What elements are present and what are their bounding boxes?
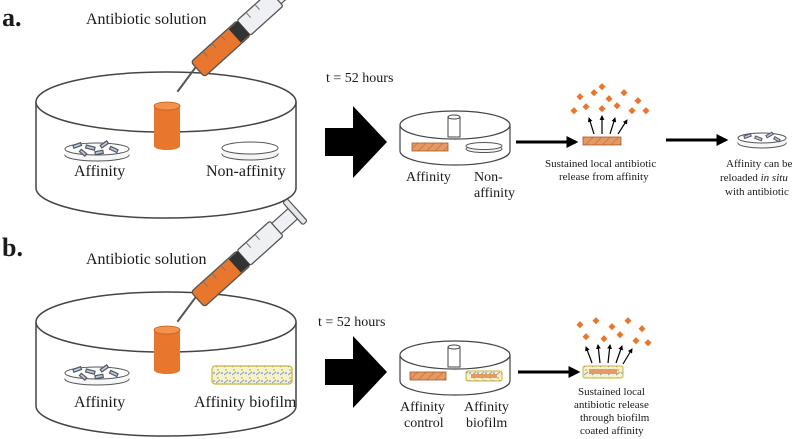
dish-a-right-label: Non-affinity: [206, 163, 286, 180]
reload-line-2-prefix: reloaded: [720, 172, 761, 184]
reload-line-1: Affinity can be: [726, 158, 793, 170]
affinity-biofilm-disc: [211, 365, 293, 385]
small-dish-b-left-label-1: Affinity: [400, 400, 445, 415]
petri-dish-small-b: [399, 340, 511, 396]
dish-a-left-label: Affinity: [74, 163, 125, 180]
small-dish-b-right-label-1: Affinity: [464, 400, 509, 415]
release-illustration-a: [570, 83, 650, 146]
dish-b-right-label: Affinity biofilm: [194, 394, 297, 411]
affinity-polymer-disc: [64, 140, 130, 162]
release-a-line-1: Sustained local antibiotic: [545, 158, 656, 170]
affinity-polymer-disc-b: [64, 364, 130, 386]
panel-b-time-label: t = 52 hours: [318, 315, 385, 330]
small-dish-b-left-label-2: control: [404, 416, 444, 431]
panel-a-time-label: t = 52 hours: [326, 71, 393, 86]
release-a-line-2: release from affinity: [559, 171, 649, 183]
reload-line-2: reloaded in situ: [720, 172, 788, 184]
antibiotic-reservoir-b: [153, 325, 181, 374]
antibiotic-reservoir-a: [153, 101, 181, 150]
reloaded-affinity-disc: [737, 131, 787, 149]
reload-line-2-italic: in situ: [761, 172, 789, 184]
small-dish-a-right-label-1: Non-: [474, 170, 503, 185]
reload-line-3: with antibiotic: [725, 186, 789, 198]
small-dish-a-left-label: Affinity: [406, 170, 451, 185]
panel-b-label: b.: [2, 233, 23, 262]
panel-a-label: a.: [2, 3, 22, 32]
panel-a-syringe-label: Antibiotic solution: [86, 11, 206, 28]
small-dish-b-right-label-2: biofilm: [466, 416, 507, 431]
panel-b-syringe-label: Antibiotic solution: [86, 251, 206, 268]
release-b-line-1: Sustained local: [578, 386, 645, 398]
petri-dish-large-a: [35, 71, 297, 219]
release-b-line-4: coated affinity: [580, 425, 644, 437]
non-affinity-polymer-disc: [221, 141, 279, 161]
release-illustration-b: [576, 317, 652, 379]
big-arrow-a: [325, 106, 387, 178]
petri-dish-small-a: [399, 110, 511, 166]
release-b-line-2: antibiotic release: [574, 399, 649, 411]
big-arrow-b: [325, 336, 387, 408]
dish-b-left-label: Affinity: [74, 394, 125, 411]
release-b-line-3: through biofilm: [580, 412, 650, 424]
small-dish-a-right-label-2: affinity: [474, 186, 515, 201]
